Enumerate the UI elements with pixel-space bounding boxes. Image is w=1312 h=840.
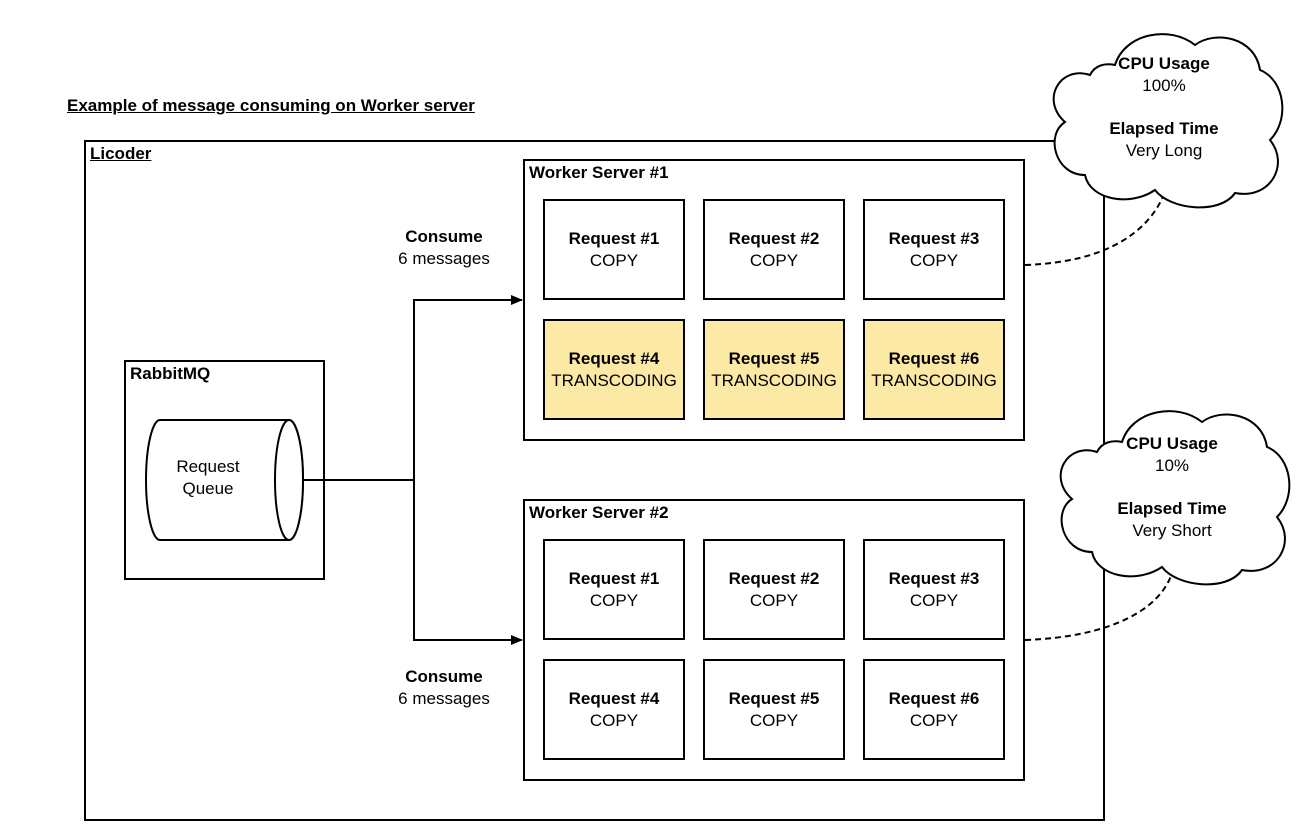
cloud-1-metrics: CPU Usage 100% Elapsed Time Very Long bbox=[1074, 53, 1254, 162]
request-queue-label: Request Queue bbox=[176, 457, 240, 498]
request-type: TRANSCODING bbox=[871, 370, 997, 390]
request-title: Request #1 bbox=[568, 228, 660, 248]
request-title: Request #3 bbox=[888, 568, 980, 588]
consume-title: Consume bbox=[405, 667, 483, 686]
request-box: Request #2 COPY bbox=[703, 199, 845, 300]
cloud-2-shape bbox=[1059, 410, 1291, 586]
request-type: COPY bbox=[589, 590, 639, 610]
request-type: COPY bbox=[589, 250, 639, 270]
request-title: Request #4 bbox=[568, 348, 660, 368]
request-box: Request #3 COPY bbox=[863, 539, 1005, 640]
request-title: Request #2 bbox=[728, 228, 820, 248]
cpu-usage-label: CPU Usage bbox=[1118, 54, 1210, 73]
arrow-to-worker-server-1 bbox=[413, 295, 523, 480]
request-box: Request #4 COPY bbox=[543, 659, 685, 760]
request-box: Request #1 COPY bbox=[543, 539, 685, 640]
request-box: Request #5 COPY bbox=[703, 659, 845, 760]
consume-title: Consume bbox=[405, 227, 483, 246]
consume-count: 6 messages bbox=[398, 249, 490, 268]
consume-count: 6 messages bbox=[398, 689, 490, 708]
cloud-1-shape bbox=[1052, 33, 1284, 209]
cpu-usage-label: CPU Usage bbox=[1126, 434, 1218, 453]
request-title: Request #4 bbox=[568, 688, 660, 708]
cpu-usage-value: 10% bbox=[1154, 456, 1190, 475]
consume-label-1: Consume 6 messages bbox=[384, 226, 504, 270]
elapsed-time-value: Very Short bbox=[1132, 521, 1212, 540]
request-title: Request #5 bbox=[728, 688, 820, 708]
request-box: Request #1 COPY bbox=[543, 199, 685, 300]
request-box: Request #2 COPY bbox=[703, 539, 845, 640]
request-box-transcoding: Request #6 TRANSCODING bbox=[863, 319, 1005, 420]
request-queue-cylinder bbox=[145, 419, 304, 541]
request-box: Request #3 COPY bbox=[863, 199, 1005, 300]
elapsed-time-value: Very Long bbox=[1125, 141, 1203, 160]
rabbitmq-label: RabbitMQ bbox=[130, 364, 211, 383]
request-type: COPY bbox=[909, 590, 959, 610]
request-type: COPY bbox=[749, 710, 799, 730]
request-box-transcoding: Request #4 TRANSCODING bbox=[543, 319, 685, 420]
cpu-usage-value: 100% bbox=[1142, 76, 1186, 95]
request-type: COPY bbox=[909, 250, 959, 270]
rabbitmq-box: RabbitMQ bbox=[124, 360, 325, 580]
worker-server-1-box: Worker Server #1 bbox=[523, 159, 1025, 441]
cloud-2-metrics: CPU Usage 10% Elapsed Time Very Short bbox=[1082, 433, 1262, 542]
request-type: COPY bbox=[749, 590, 799, 610]
request-box-transcoding: Request #5 TRANSCODING bbox=[703, 319, 845, 420]
worker-server-2-label: Worker Server #2 bbox=[529, 503, 669, 522]
dashed-link-cloud-2 bbox=[1024, 572, 1173, 641]
request-type: COPY bbox=[589, 710, 639, 730]
diagram-title: Example of message consuming on Worker s… bbox=[67, 96, 475, 115]
request-type: COPY bbox=[749, 250, 799, 270]
dashed-link-cloud-1 bbox=[1024, 191, 1166, 266]
worker-server-1-label: Worker Server #1 bbox=[529, 163, 669, 182]
consume-label-2: Consume 6 messages bbox=[384, 666, 504, 710]
worker-server-2-box: Worker Server #2 bbox=[523, 499, 1025, 781]
request-type: TRANSCODING bbox=[551, 370, 677, 390]
request-title: Request #5 bbox=[728, 348, 820, 368]
request-title: Request #6 bbox=[888, 348, 980, 368]
request-title: Request #3 bbox=[888, 228, 980, 248]
request-type: COPY bbox=[909, 710, 959, 730]
elapsed-time-label: Elapsed Time bbox=[1117, 499, 1227, 518]
request-title: Request #6 bbox=[888, 688, 980, 708]
request-type: TRANSCODING bbox=[711, 370, 837, 390]
arrow-to-worker-server-2 bbox=[413, 480, 523, 645]
elapsed-time-label: Elapsed Time bbox=[1109, 119, 1219, 138]
request-box: Request #6 COPY bbox=[863, 659, 1005, 760]
request-title: Request #1 bbox=[568, 568, 660, 588]
licoder-label: Licoder bbox=[90, 144, 152, 163]
request-title: Request #2 bbox=[728, 568, 820, 588]
